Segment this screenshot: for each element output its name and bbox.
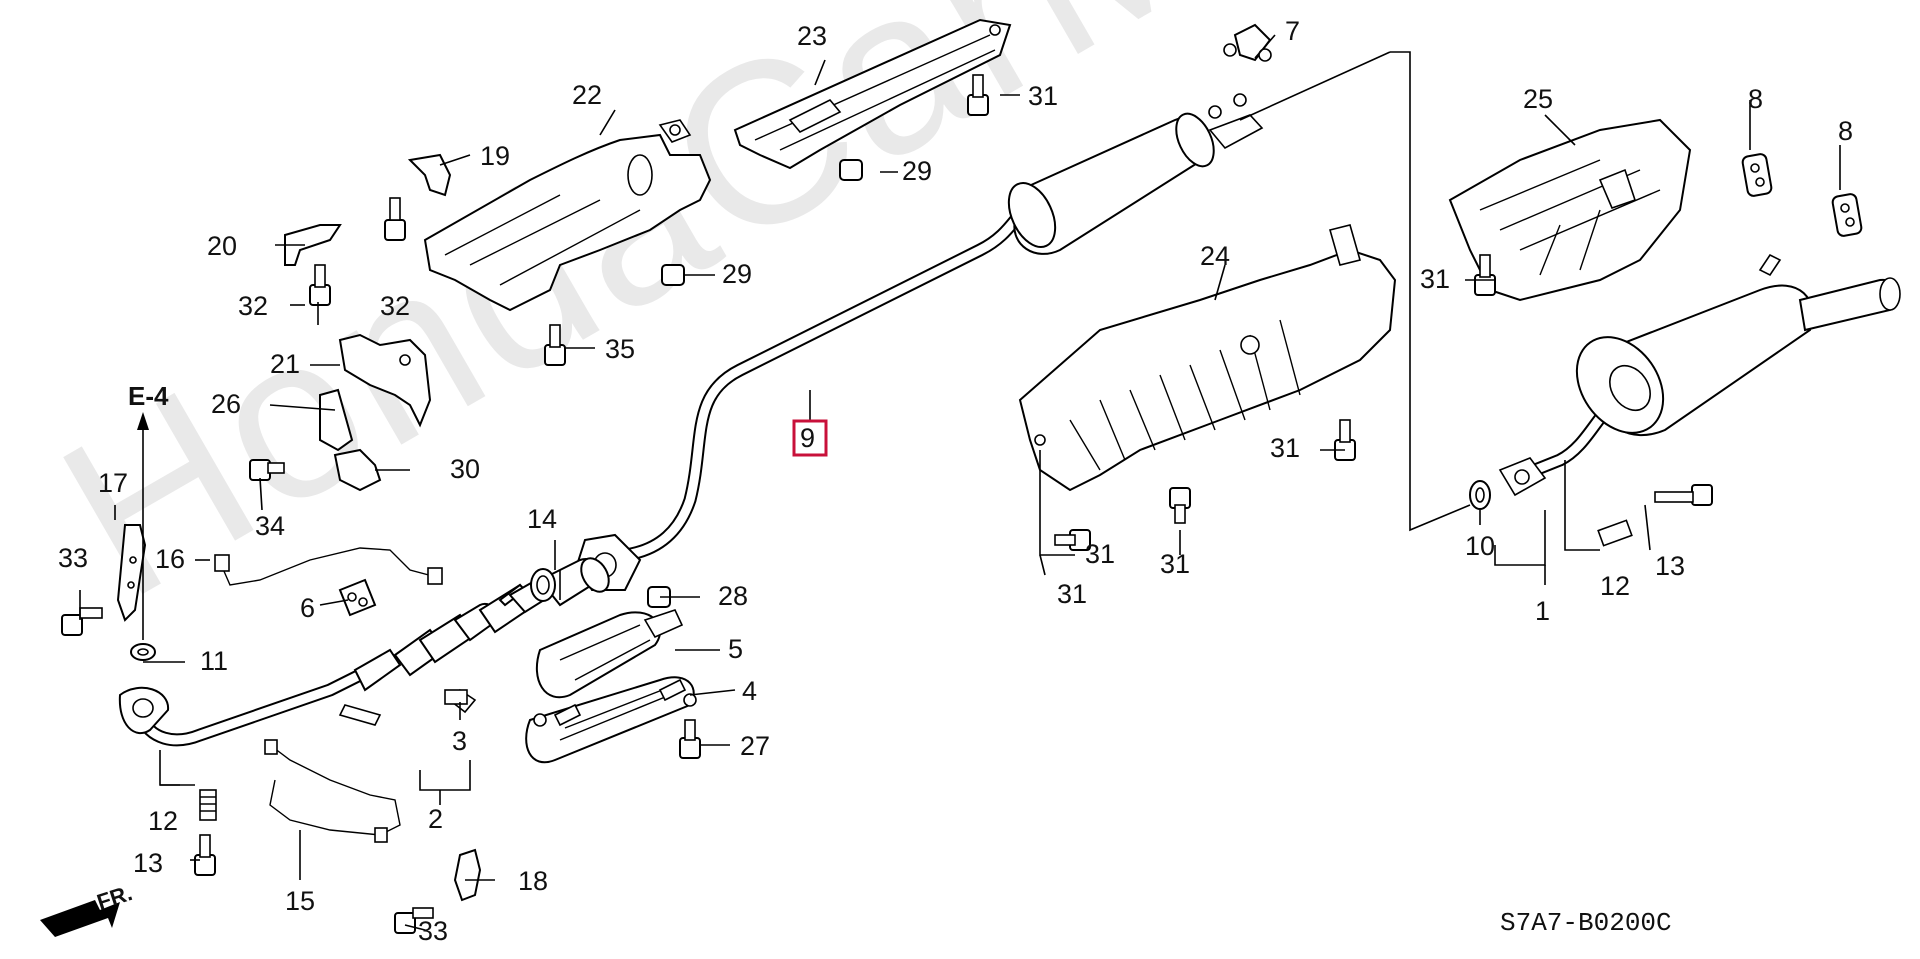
- callout-27: 27: [740, 731, 770, 761]
- front-pipe-assembly[interactable]: [118, 553, 615, 747]
- callout-29b: 29: [902, 156, 932, 186]
- bolt-part-31-e[interactable]: [1169, 487, 1191, 524]
- callout-31e: 31: [1160, 549, 1190, 579]
- clamp-part-30[interactable]: [333, 448, 382, 492]
- callout-7: 7: [1285, 16, 1300, 46]
- callout-29a: 29: [722, 259, 752, 289]
- callout-10: 10: [1465, 531, 1495, 561]
- callout-34: 34: [255, 511, 285, 541]
- callout-12b: 12: [1600, 571, 1630, 601]
- bolt-part-33-b[interactable]: [394, 907, 434, 934]
- callout-23: 23: [797, 21, 827, 51]
- callout-13b: 13: [1655, 551, 1685, 581]
- bracket-part-26[interactable]: [319, 388, 354, 452]
- muffler-part-1[interactable]: [1498, 253, 1901, 497]
- callout-26: 26: [211, 389, 241, 419]
- callout-33a: 33: [58, 543, 88, 573]
- callout-16: 16: [155, 544, 185, 574]
- bolt-part-32-b[interactable]: [384, 197, 406, 241]
- bolt-part-34[interactable]: [249, 459, 285, 481]
- callout-9: 9: [800, 423, 815, 453]
- oxygen-sensor-part-15[interactable]: [264, 739, 401, 843]
- callout-13a: 13: [133, 848, 163, 878]
- callout-4: 4: [742, 676, 757, 706]
- bolt-part-33-a[interactable]: [61, 607, 103, 636]
- bracket-part-19[interactable]: [407, 153, 452, 197]
- bolt-part-35[interactable]: [544, 324, 566, 366]
- callout-32a: 32: [238, 291, 268, 321]
- bolt-part-31-c[interactable]: [1334, 419, 1356, 461]
- callout-20: 20: [207, 231, 237, 261]
- catalytic-converter-part-4[interactable]: [525, 676, 697, 764]
- oxygen-sensor-part-16[interactable]: [214, 547, 443, 586]
- front-direction-marker: FR.: [40, 880, 135, 937]
- callout-18: 18: [518, 866, 548, 896]
- callout-5: 5: [728, 634, 743, 664]
- bracket-part-21[interactable]: [338, 333, 432, 428]
- callout-28: 28: [718, 581, 748, 611]
- intermediate-pipe-part-9[interactable]: [575, 93, 1264, 591]
- callout-labels: 1 2 3 4 5 6 7 8 8 9 10 11 12 12 13 13 14…: [58, 16, 1853, 946]
- callout-6: 6: [300, 593, 315, 623]
- hanger-rubber-part-8a[interactable]: [1741, 153, 1773, 197]
- bolt-part-13-a[interactable]: [194, 834, 216, 876]
- callout-33b: 33: [418, 916, 448, 946]
- callout-8a: 8: [1748, 84, 1763, 114]
- callout-30: 30: [450, 454, 480, 484]
- callout-11: 11: [200, 646, 228, 676]
- front-label: FR.: [94, 880, 135, 915]
- callout-31a: 31: [1028, 81, 1058, 111]
- bracket-part-17[interactable]: [116, 524, 147, 622]
- callout-14: 14: [527, 504, 557, 534]
- callout-1: 1: [1535, 596, 1550, 626]
- heat-shield-part-22[interactable]: [423, 119, 712, 312]
- callout-3: 3: [452, 726, 467, 756]
- callout-31b: 31: [1420, 264, 1450, 294]
- nut-part-29-a[interactable]: [661, 264, 685, 286]
- callout-21: 21: [270, 349, 300, 379]
- section-ref-e4[interactable]: E-4: [128, 381, 169, 411]
- callout-31f: 31: [1085, 539, 1115, 569]
- heat-shield-part-24[interactable]: [1018, 224, 1397, 492]
- spring-part-12-b[interactable]: [1597, 519, 1633, 547]
- front-arrow-icon: [40, 900, 120, 937]
- callout-12a: 12: [148, 806, 178, 836]
- callout-15: 15: [285, 886, 315, 916]
- bolt-part-31-d[interactable]: [1054, 529, 1091, 551]
- callout-32b: 32: [380, 291, 410, 321]
- callout-31d: 31: [1057, 579, 1087, 609]
- bolt-part-3[interactable]: [444, 689, 468, 705]
- callout-8b: 8: [1838, 116, 1853, 146]
- bolt-part-13-b[interactable]: [1654, 484, 1713, 506]
- callout-35: 35: [605, 334, 635, 364]
- gasket-part-14[interactable]: [530, 568, 556, 602]
- bracket-part-7[interactable]: [1223, 23, 1272, 62]
- callout-17: 17: [98, 468, 128, 498]
- callout-25: 25: [1523, 84, 1553, 114]
- nut-part-29-b[interactable]: [839, 159, 863, 181]
- heat-shield-part-23[interactable]: [733, 18, 1012, 170]
- bolt-part-27[interactable]: [679, 719, 701, 759]
- bolt-part-31-a[interactable]: [967, 74, 989, 116]
- gasket-part-11[interactable]: [130, 643, 156, 661]
- callout-2: 2: [428, 804, 443, 834]
- callout-24: 24: [1200, 241, 1230, 271]
- highlight-box-part-9: [792, 419, 828, 457]
- callout-31c: 31: [1270, 433, 1300, 463]
- leader-lines: [79, 34, 1841, 931]
- callout-19: 19: [480, 141, 510, 171]
- gasket-part-10[interactable]: [1469, 480, 1491, 510]
- bolt-part-32-a[interactable]: [309, 264, 331, 306]
- bracket-part-18[interactable]: [453, 848, 482, 902]
- catalytic-converter-part-5[interactable]: [535, 609, 684, 699]
- spring-part-12-a[interactable]: [199, 789, 217, 821]
- hanger-rubber-part-6[interactable]: [338, 578, 377, 617]
- callout-22: 22: [572, 80, 602, 110]
- hanger-rubber-part-8b[interactable]: [1831, 193, 1863, 237]
- bracket-part-20[interactable]: [284, 224, 342, 266]
- diagram-code: S7A7-B0200C: [1500, 908, 1672, 938]
